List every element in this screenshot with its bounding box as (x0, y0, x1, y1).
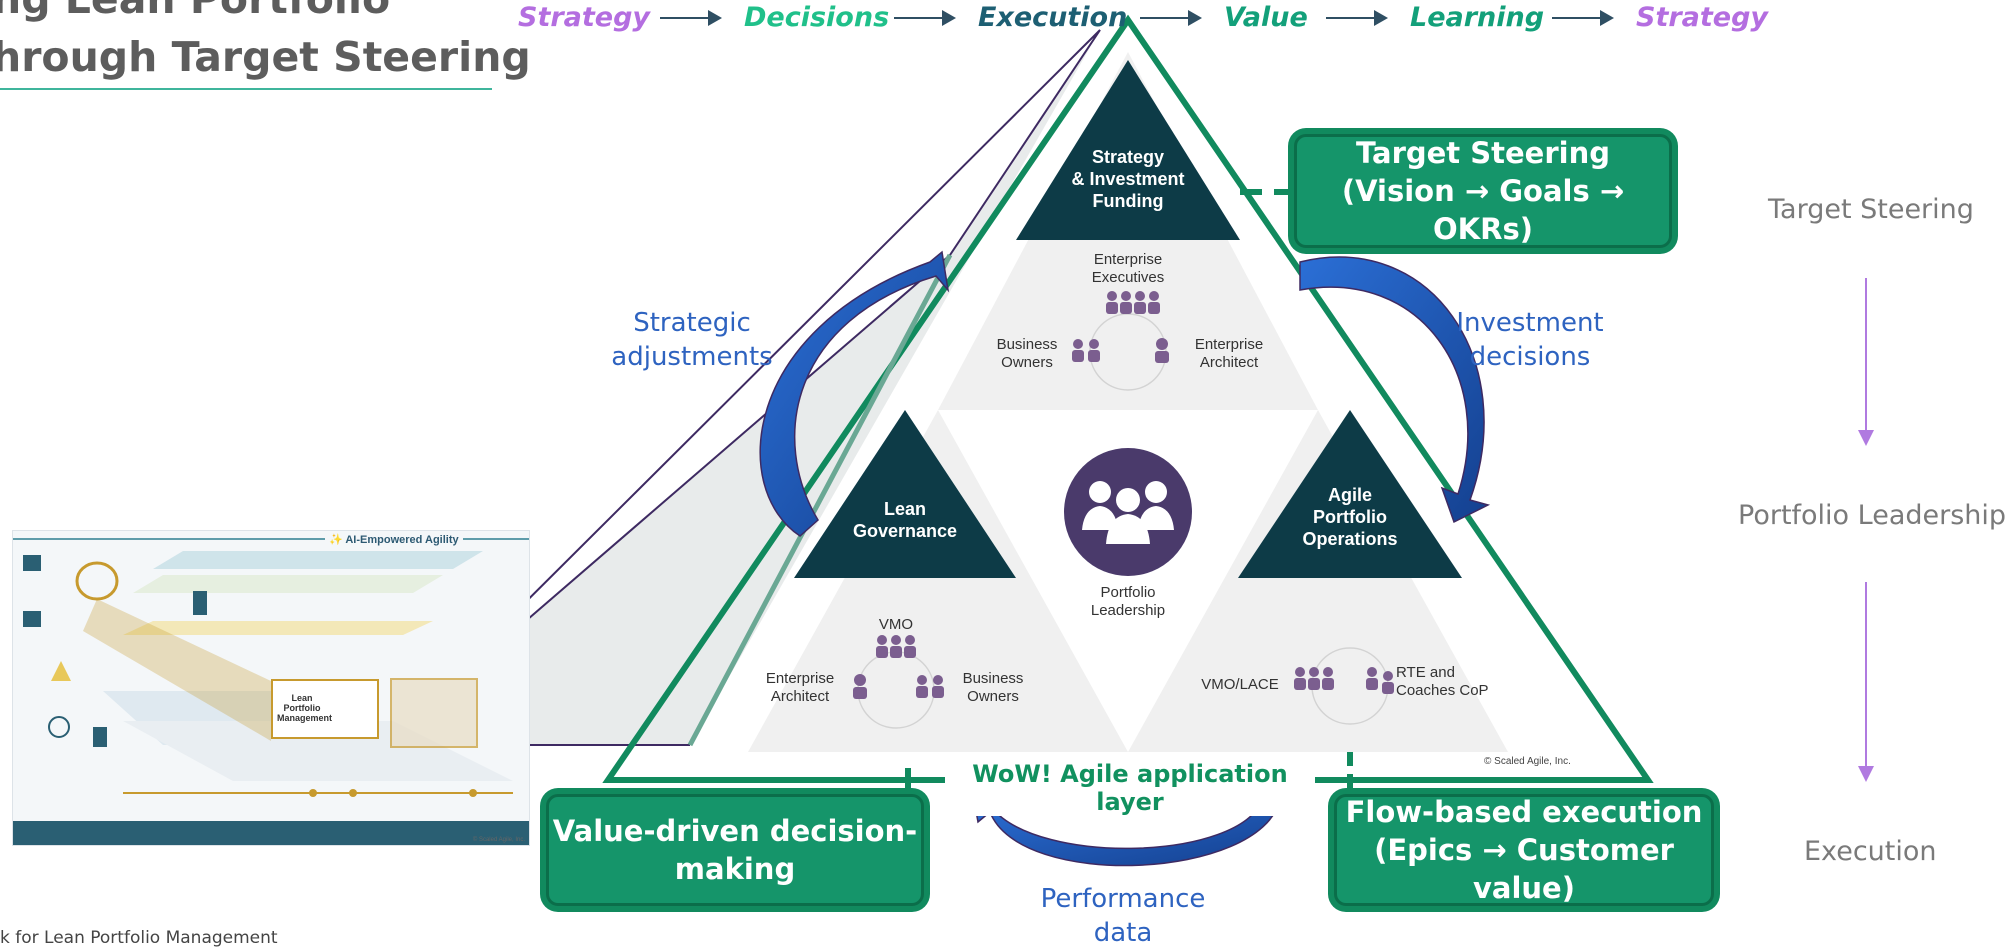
role-rte-coaches: RTE and Coaches CoP (1396, 664, 1489, 699)
strategic-adjustments-label: Strategic adjustments (611, 308, 773, 372)
flow-step-strategy: Strategy (518, 2, 651, 33)
enterprise-architect-person-icon-top (1155, 338, 1169, 363)
flow-execution-box: Flow-based execution (Epics → Customer v… (1328, 788, 1720, 912)
vmo-lace-people-icon (1294, 667, 1334, 690)
flow-step-value: Value (1224, 2, 1308, 33)
strategy-triangle (1016, 60, 1240, 240)
flow-arrow-1 (660, 10, 722, 26)
role-enterprise-architect-left: Enterprise Architect (765, 670, 835, 705)
lean-governance-label: Lean Governance (852, 499, 958, 541)
role-enterprise-architect-top: Enterprise Architect (1194, 336, 1264, 371)
value-driven-text: Value-driven decision- making (546, 794, 924, 906)
agile-operations-triangle (1238, 410, 1462, 578)
zoom-projection (382, 30, 1100, 745)
enterprise-architect-person-icon-left (853, 674, 867, 699)
role-vmo: VMO (878, 616, 914, 633)
vmo-people-icon (876, 635, 916, 658)
flow-arrow-4 (1326, 10, 1388, 26)
side-label-target-steering: Target Steering (1768, 194, 1974, 225)
side-label-portfolio-leadership: Portfolio Leadership (1738, 500, 2007, 531)
executives-people-icon (1106, 291, 1160, 314)
framework-thumbnail-copyright: © Scaled Agile, Inc. (472, 837, 525, 843)
flow-arrow-2 (894, 10, 956, 26)
flow-step-decisions: Decisions (744, 2, 890, 33)
business-owners-people-icon-top (1072, 339, 1100, 362)
caption: k for Lean Portfolio Management (0, 928, 278, 948)
title-line-1: ng Lean Portfolio (0, 0, 492, 28)
flow-step-learning: Learning (1410, 2, 1545, 33)
zoom-edge (687, 253, 953, 747)
flow-step-strategy-return: Strategy (1636, 2, 1769, 33)
role-business-owners-top: Business Owners (996, 336, 1058, 371)
title-underline (0, 88, 492, 90)
strategy-investment-funding-label: Strategy & Investment Funding (1071, 147, 1185, 211)
framework-thumbnail-lpm-box: Lean Portfolio Management (271, 679, 379, 739)
role-portfolio-leadership: Portfolio Leadership (1090, 584, 1166, 619)
flow-arrow-5 (1552, 10, 1614, 26)
investment-decisions-arrow (1299, 256, 1491, 524)
wow-agile-application-layer-label: WoW! Agile application layer (945, 760, 1315, 816)
agile-portfolio-operations-label: Agile Portfolio Operations (1302, 485, 1398, 549)
title-block: ng Lean Portfolio hrough Target Steering (0, 0, 531, 90)
flow-arrow-3 (1140, 10, 1202, 26)
flow-step-execution: Execution (978, 2, 1128, 33)
lean-governance-triangle (794, 410, 1016, 578)
role-enterprise-executives: Enterprise Executives (1091, 251, 1165, 286)
side-arrow-2 (1858, 582, 1874, 782)
copyright-text: © Scaled Agile, Inc. (1484, 756, 1571, 767)
target-steering-box: Target Steering (Vision → Goals → OKRs) (1288, 128, 1678, 254)
target-steering-text: Target Steering (Vision → Goals → OKRs) (1294, 134, 1672, 248)
side-label-execution: Execution (1804, 836, 1937, 867)
framework-thumbnail-footer (13, 821, 529, 845)
framework-thumbnail-title: ✨ AI-Empowered Agility (325, 533, 463, 546)
framework-thumbnail: ✨ AI-Empowered Agility Lean Portfolio Ma… (12, 530, 530, 846)
title-line-2: hrough Target Steering (0, 33, 531, 81)
left-inner-panel (748, 410, 1128, 752)
investment-decisions-label: Investment decisions (1456, 308, 1604, 372)
right-inner-panel (1128, 410, 1508, 752)
flow-execution-text: Flow-based execution (Epics → Customer v… (1334, 794, 1714, 906)
rte-coaches-people-icon (1366, 667, 1394, 694)
portfolio-leadership-icon (1064, 448, 1192, 576)
business-owners-people-icon-left (916, 675, 944, 698)
role-business-owners-left: Business Owners (962, 670, 1024, 705)
zoom-window (381, 29, 1101, 746)
role-vmo-lace: VMO/LACE (1201, 676, 1279, 693)
framework-thumbnail-lpm-label: Lean Portfolio Management (277, 693, 333, 723)
strategic-adjustments-arrow (759, 250, 950, 537)
side-arrow-1 (1858, 278, 1874, 446)
value-driven-box: Value-driven decision- making (540, 788, 930, 912)
